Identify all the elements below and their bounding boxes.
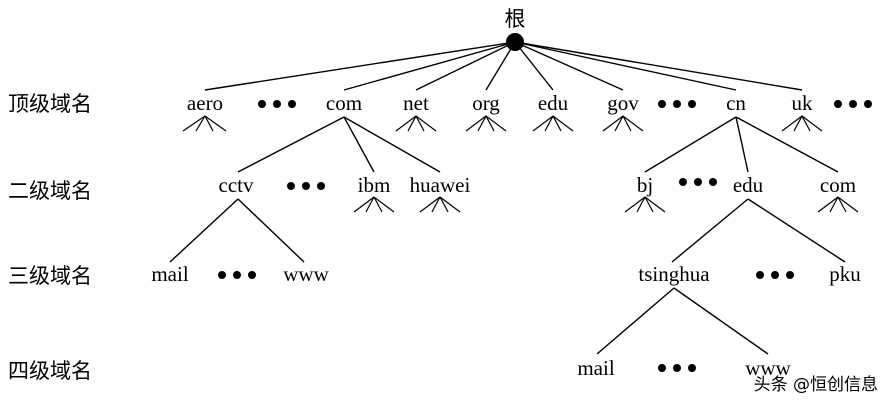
ellipsis-top-3 — [834, 100, 872, 108]
node-tsinghua: tsinghua — [638, 262, 710, 286]
edge-tsinghua-mail — [596, 287, 675, 355]
stub-fan-org — [465, 115, 507, 132]
node-gov: gov — [607, 91, 639, 115]
level-label-fourth: 四级域名 — [8, 359, 92, 383]
edge-edu-pku — [747, 198, 846, 263]
ellipsis-top-1 — [258, 100, 296, 108]
node-cn-edu: edu — [733, 173, 764, 197]
level-label-top: 顶级域名 — [8, 92, 92, 116]
ellipsis-top-2 — [658, 100, 696, 108]
ellipsis-second-2 — [679, 178, 717, 186]
ellipsis-fourth-1 — [658, 364, 696, 372]
level-label-third: 三级域名 — [8, 264, 92, 288]
stub-fan-ibm — [353, 196, 395, 213]
stub-fan-bj — [624, 196, 666, 213]
node-bj: bj — [637, 173, 653, 197]
node-ibm: ibm — [358, 173, 391, 197]
edge-cn-edu — [735, 116, 749, 173]
edge-root-edu — [514, 41, 554, 91]
node-uk: uk — [792, 91, 814, 115]
node-huawei: huawei — [410, 173, 471, 197]
stub-fan-uk — [781, 115, 823, 132]
stub-fan-net — [395, 115, 437, 132]
edge-cctv-www — [237, 198, 305, 263]
edge-com-ibm — [343, 116, 375, 173]
node-cctv: cctv — [219, 173, 254, 197]
level-label-second: 二级域名 — [8, 179, 92, 203]
node-edu: edu — [538, 91, 569, 115]
root-edges — [204, 41, 803, 91]
root-label: 根 — [505, 7, 526, 31]
node-www-4: www — [745, 356, 791, 380]
node-mail-4: mail — [577, 356, 614, 380]
node-net: net — [403, 91, 429, 115]
root-node — [506, 33, 524, 51]
stub-fan-edu — [532, 115, 574, 132]
edge-root-aero — [204, 41, 516, 91]
stub-fan-aero — [182, 115, 227, 132]
edge-root-uk — [514, 41, 803, 91]
node-pku: pku — [829, 262, 861, 286]
edge-cctv-mail — [169, 198, 239, 263]
node-aero: aero — [187, 91, 223, 115]
edge-tsinghua-www — [673, 287, 769, 355]
node-mail-3: mail — [151, 262, 188, 286]
stub-fan-gov — [602, 115, 644, 132]
node-cn: cn — [726, 91, 746, 115]
ellipsis-third-1 — [218, 271, 256, 279]
node-cn-com: com — [820, 173, 856, 197]
edge-root-com — [343, 41, 516, 91]
watermark: 头条 @恒创信息 — [754, 375, 878, 395]
node-com: com — [326, 91, 362, 115]
stub-fan-cn-com — [817, 196, 859, 213]
edge-cn-bj — [644, 116, 737, 173]
edge-cn-com — [735, 116, 839, 173]
node-org: org — [472, 91, 500, 115]
edge-root-cn — [514, 41, 737, 91]
edge-root-org — [485, 41, 516, 91]
ellipsis-third-2 — [756, 271, 794, 279]
ellipsis-second-1 — [287, 182, 325, 190]
stub-fan-huawei — [419, 196, 461, 213]
edge-edu-tsinghua — [671, 198, 749, 263]
edge-com-huawei — [343, 116, 441, 173]
edge-root-net — [415, 41, 516, 91]
node-www-3: www — [283, 262, 329, 286]
edge-root-gov — [514, 41, 624, 91]
edge-com-cctv — [237, 116, 345, 173]
